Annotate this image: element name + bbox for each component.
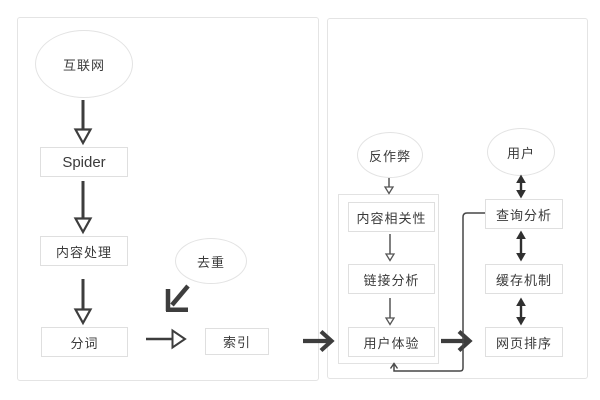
content-processing-label: 内容处理 [55,244,112,260]
query-analysis-node: 查询分析 [485,199,563,229]
index-label: 索引 [222,335,251,350]
word-segmentation-label: 分词 [70,335,99,351]
spider-node: Spider [40,147,128,177]
user-label: 用户 [506,145,535,161]
page-ranking-label: 网页排序 [495,335,552,351]
link-analysis-node: 链接分析 [348,264,435,294]
link-analysis-label: 链接分析 [363,272,420,288]
cache-mechanism-node: 缓存机制 [485,264,563,294]
internet-node: 互联网 [35,30,133,98]
content-processing-node: 内容处理 [40,236,128,266]
content-relevance-node: 内容相关性 [348,202,435,232]
index-node: 索引 [205,328,269,355]
spider-label: Spider [62,153,106,171]
page-ranking-node: 网页排序 [485,327,563,357]
dedup-label: 去重 [196,254,225,270]
word-segmentation-node: 分词 [41,327,128,357]
anti-spam-node: 反作弊 [357,132,423,178]
user-experience-node: 用户体验 [348,327,435,357]
query-analysis-label: 查询分析 [495,207,552,223]
user-node: 用户 [487,128,555,176]
cache-mechanism-label: 缓存机制 [495,272,552,288]
user-experience-label: 用户体验 [363,335,420,351]
content-relevance-label: 内容相关性 [356,210,427,226]
anti-spam-label: 反作弊 [368,148,411,164]
internet-label: 互联网 [62,57,105,73]
dedup-node: 去重 [175,238,247,284]
